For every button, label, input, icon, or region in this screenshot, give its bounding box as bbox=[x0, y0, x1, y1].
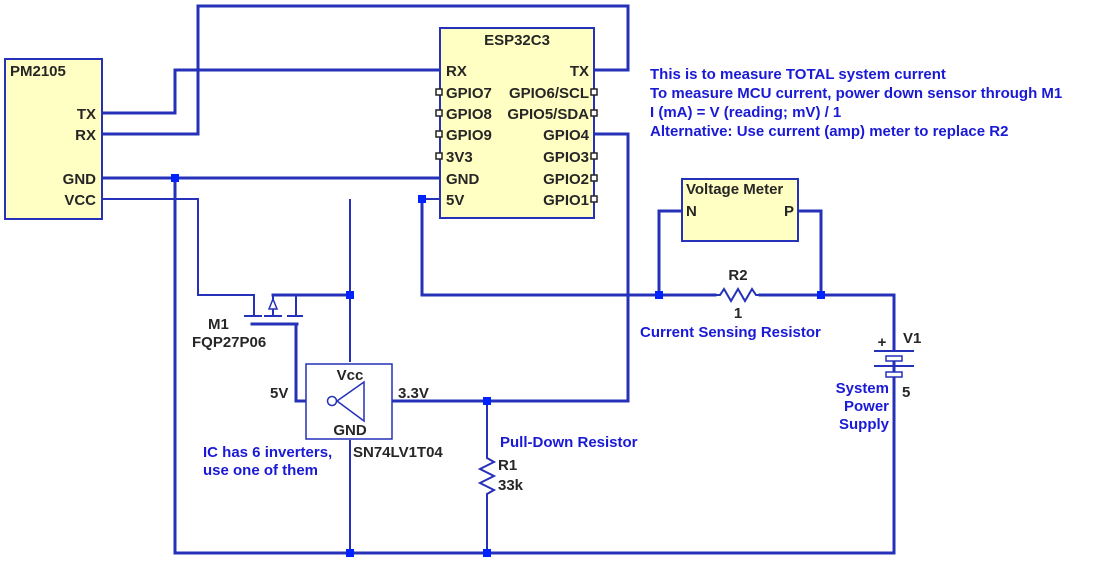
inverter-ic[interactable]: Vcc GND SN74LV1T04 5V 3.3V bbox=[270, 363, 443, 461]
junction-5v bbox=[418, 195, 426, 203]
mosfet-m1[interactable]: M1 FQP27P06 bbox=[192, 295, 303, 351]
v1-cell-1 bbox=[885, 355, 903, 362]
note-pull-down: Pull-Down Resistor bbox=[500, 434, 638, 451]
esp32c3-pin-rx: RX bbox=[446, 63, 467, 80]
wire-pm-rx-to-esp-tx bbox=[100, 4, 630, 136]
m1-part: FQP27P06 bbox=[192, 334, 266, 351]
r1-ref: R1 bbox=[498, 457, 517, 474]
esp32c3-pin-gpio1: GPIO1 bbox=[543, 192, 589, 209]
voltage-meter-name: Voltage Meter bbox=[686, 181, 783, 198]
junction-inv-out bbox=[483, 397, 491, 405]
esp32c3-unconnected-pin-marker bbox=[435, 88, 443, 96]
esp32c3-pin-gpio5-sda: GPIO5/SDA bbox=[507, 106, 589, 123]
v1-value: 5 bbox=[902, 384, 910, 401]
inverter-vcc-label: Vcc bbox=[337, 367, 364, 384]
esp32c3-pin-tx: TX bbox=[570, 63, 589, 80]
inverter-out-label: 3.3V bbox=[398, 385, 429, 402]
esp32c3-name: ESP32C3 bbox=[484, 32, 550, 49]
junction-meter-p bbox=[817, 291, 825, 299]
esp32c3-pin-gpio4: GPIO4 bbox=[543, 127, 590, 144]
esp32c3-pin-gpio9: GPIO9 bbox=[446, 127, 492, 144]
esp32c3-pin-gpio6-scl: GPIO6/SCL bbox=[509, 85, 589, 102]
wire-5v-to-r2 bbox=[420, 197, 717, 297]
note-line-1: This is to measure TOTAL system current bbox=[650, 66, 946, 83]
junction-m1 bbox=[346, 291, 354, 299]
junction-gnd-r1 bbox=[483, 549, 491, 557]
voltage-meter-body bbox=[681, 178, 799, 242]
esp32c3-pin-gnd: GND bbox=[446, 171, 480, 188]
resistor-r2[interactable]: R2 1 bbox=[715, 267, 760, 322]
junction-gnd-inv bbox=[346, 549, 354, 557]
note-supply-line-2: Power bbox=[844, 398, 889, 415]
r1-value: 33k bbox=[498, 477, 524, 494]
battery-v1[interactable]: + V1 5 bbox=[874, 330, 921, 553]
inverter-triangle bbox=[335, 380, 365, 423]
inverter-gnd-label: GND bbox=[333, 422, 367, 439]
voltage-meter-pin-n: N bbox=[686, 203, 697, 220]
wire-meter-n bbox=[657, 209, 684, 297]
note-line-3: I (mA) = V (reading; mV) / 1 bbox=[650, 104, 841, 121]
inverter-body bbox=[305, 363, 393, 440]
esp32c3-unconnected-pin-marker bbox=[590, 88, 598, 96]
esp32c3-pin-gpio8: GPIO8 bbox=[446, 106, 492, 123]
inverter-part: SN74LV1T04 bbox=[353, 444, 443, 461]
pm2105-pin-rx: RX bbox=[75, 127, 96, 144]
junction-gnd bbox=[171, 174, 179, 182]
inverter-bubble bbox=[326, 395, 338, 407]
esp32c3-unconnected-pin-marker bbox=[590, 152, 598, 160]
r2-value: 1 bbox=[734, 305, 742, 322]
v1-ref: V1 bbox=[903, 330, 921, 347]
esp32c3-pin-5v: 5V bbox=[446, 192, 464, 209]
note-ic-line-2: use one of them bbox=[203, 462, 318, 479]
esp32c3-unconnected-pin-marker bbox=[590, 109, 598, 117]
note-supply-line-3: Supply bbox=[839, 416, 890, 433]
r2-ref: R2 bbox=[728, 267, 747, 284]
junction-meter-n bbox=[655, 291, 663, 299]
wire-meter-p bbox=[796, 209, 823, 297]
pm2105-name: PM2105 bbox=[10, 63, 66, 80]
esp32c3-unconnected-pin-marker bbox=[590, 195, 598, 203]
resistor-r1[interactable]: R1 33k bbox=[477, 455, 524, 495]
m1-ref: M1 bbox=[208, 316, 229, 333]
pm2105-body bbox=[4, 58, 103, 220]
esp32c3-unconnected-pin-marker bbox=[435, 130, 443, 138]
pm2105-pin-tx: TX bbox=[77, 106, 96, 123]
wire-vcc-to-m1 bbox=[102, 198, 255, 316]
wire-inv-out bbox=[362, 132, 630, 403]
pm2105-module[interactable]: PM2105 TX RX GND VCC bbox=[4, 58, 103, 220]
notes: This is to measure TOTAL system current … bbox=[203, 66, 1062, 479]
wire-r2-to-v1 bbox=[758, 293, 896, 352]
pm2105-pin-gnd: GND bbox=[63, 171, 97, 188]
note-line-2: To measure MCU current, power down senso… bbox=[650, 85, 1062, 102]
inverter-in-label: 5V bbox=[270, 385, 288, 402]
pm2105-pin-vcc: VCC bbox=[64, 192, 96, 209]
r1-zigzag bbox=[477, 455, 497, 495]
v1-cell-2 bbox=[885, 371, 903, 378]
esp32c3-pin-gpio7: GPIO7 bbox=[446, 85, 492, 102]
esp32c3-unconnected-pin-marker bbox=[435, 109, 443, 117]
m1-arrow-icon bbox=[267, 296, 279, 310]
esp32c3-unconnected-pin-marker bbox=[435, 152, 443, 160]
voltage-meter-pin-p: P bbox=[784, 203, 794, 220]
junctions bbox=[171, 174, 825, 557]
note-ic-line-1: IC has 6 inverters, bbox=[203, 444, 332, 461]
note-line-4: Alternative: Use current (amp) meter to … bbox=[650, 123, 1008, 140]
note-current-sensing: Current Sensing Resistor bbox=[640, 324, 821, 341]
note-supply-line-1: System bbox=[836, 380, 889, 397]
esp32c3-pin-gpio3: GPIO3 bbox=[543, 149, 589, 166]
esp32c3-pin-3v3: 3V3 bbox=[446, 149, 473, 166]
esp32c3-unconnected-pin-marker bbox=[590, 174, 598, 182]
r2-zigzag bbox=[715, 287, 760, 303]
wire-pm-tx-to-esp-rx bbox=[100, 68, 442, 115]
esp32c3-pin-gpio2: GPIO2 bbox=[543, 171, 589, 188]
v1-plus: + bbox=[878, 334, 887, 351]
voltage-meter[interactable]: Voltage Meter N P bbox=[681, 178, 799, 242]
esp32c3-body bbox=[439, 27, 595, 219]
